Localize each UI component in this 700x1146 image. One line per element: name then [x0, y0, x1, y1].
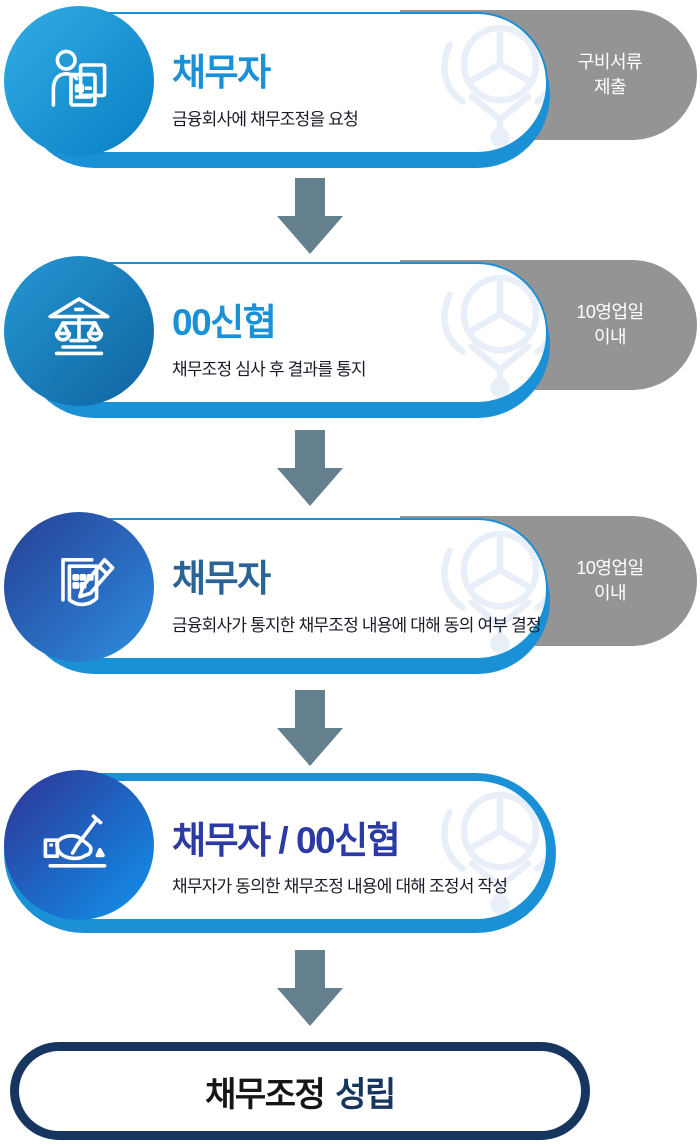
- down-arrow-icon: [277, 430, 343, 506]
- step-2-icon-circle: [4, 256, 154, 406]
- step-3-tab-label: 10영업일 이내: [537, 556, 683, 606]
- courthouse-scales-icon: [48, 297, 110, 356]
- credit-union-logo-watermark: [441, 530, 546, 658]
- step-4-icon-circle: [4, 770, 154, 920]
- step-3-subtitle: 금융회사가 통지한 채무조정 내용에 대해 동의 여부 결정: [172, 616, 542, 635]
- step-4-title: 채무자 / 00신협: [172, 820, 401, 861]
- step-1-tab-label: 구비서류 제출: [537, 50, 683, 100]
- step-1-title: 채무자: [172, 52, 271, 93]
- step-2-tab-label: 10영업일 이내: [537, 300, 683, 350]
- step-3-debtor-consent: 10영업일 이내: [0, 512, 700, 684]
- step-2-tab-line1: 10영업일: [576, 301, 644, 322]
- step-3-title: 채무자: [172, 558, 271, 599]
- step-2-subtitle: 채무조정 심사 후 결과를 통지: [172, 360, 367, 379]
- step-3-tab-line2: 이내: [593, 583, 627, 603]
- step-4-agreement-document: 채무자 / 00신협 채무자가 동의한 채무조정 내용에 대해 조정서 작성: [0, 768, 700, 940]
- step-2-tab-line2: 이내: [593, 327, 627, 347]
- final-label-prefix: 채무조정: [205, 1075, 326, 1114]
- down-arrow-icon: [277, 178, 343, 254]
- down-arrow-icon: [277, 690, 343, 766]
- step-1-icon-circle: [4, 6, 154, 156]
- final-label-highlight: 성립: [335, 1075, 396, 1114]
- step-4-subtitle: 채무자가 동의한 채무조정 내용에 대해 조정서 작성: [172, 877, 508, 896]
- step-3-tab-line1: 10영업일: [576, 557, 644, 578]
- step-1-subtitle: 금융회사에 채무조정을 요청: [172, 110, 359, 129]
- credit-union-logo-watermark: [441, 24, 546, 152]
- credit-union-logo-watermark: [441, 791, 546, 919]
- hand-signing-icon: [43, 814, 107, 868]
- step-1-debtor-request: 구비서류 제출: [0, 6, 700, 178]
- step-3-icon-circle: [4, 512, 154, 662]
- step-1-tab-line2: 제출: [593, 77, 627, 97]
- down-arrow-icon: [277, 950, 343, 1026]
- step-2-credit-union-review: 10영업일 이내: [0, 256, 700, 428]
- document-edit-icon: [61, 558, 115, 607]
- final-result-pill: 채무조정 성립: [10, 1042, 590, 1140]
- person-documents-icon: [51, 49, 107, 107]
- step-2-title: 00신협: [172, 302, 277, 343]
- step-1-tab-line1: 구비서류: [577, 51, 643, 72]
- credit-union-logo-watermark: [441, 274, 546, 402]
